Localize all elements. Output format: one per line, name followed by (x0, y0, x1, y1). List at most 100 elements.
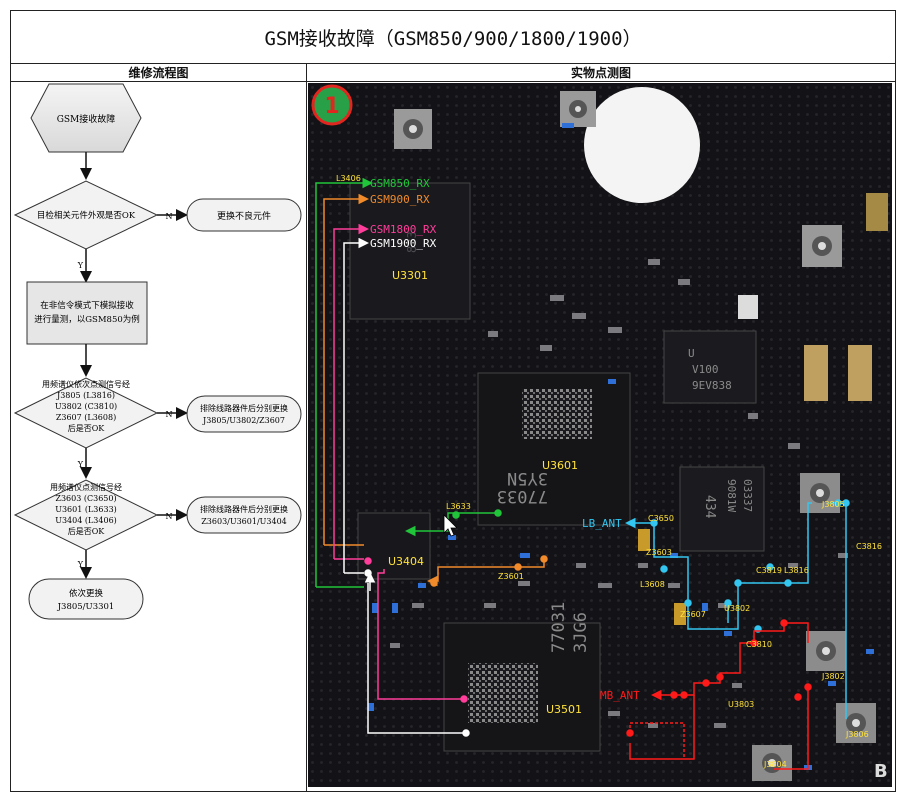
l3608-label: L3608 (640, 580, 665, 589)
flow-step-1-line2: 进行量测，以GSM850为例 (34, 314, 140, 325)
u3301-label: U3301 (392, 269, 428, 282)
z3607-part (674, 603, 686, 625)
flow-action-1-text: 更换不良元件 (217, 210, 271, 222)
gsm900-label: GSM900_RX (370, 193, 430, 206)
gsm1900-label: GSM1900_RX (370, 237, 437, 250)
c3819-label: C3819 (756, 566, 782, 575)
small2-marking-1: 9081W (725, 479, 738, 512)
chip-small-2: 9081W 03337 434 (679, 466, 765, 552)
flow-action-2: 排除线路器件后分别更换 J3805/U3802/Z3607 (186, 395, 302, 433)
right-column-header: 实物点测图 (307, 63, 895, 82)
flow-end-node: 依次更换 J3805/U3301 (28, 578, 144, 620)
flow-step-1-line1: 在非信令模式下模拟接收 (40, 300, 134, 311)
lb-ant-label: LB_ANT (582, 517, 622, 530)
gsm1800-label: GSM1800_RX (370, 223, 437, 236)
no-label-2: N (166, 410, 173, 419)
flow-action-3-line1: 排除线路器件后分别更换 (200, 504, 288, 514)
small1-marking-3: 9EV838 (692, 379, 732, 392)
yes-label-2: Y (77, 460, 84, 469)
z3601-label: Z3601 (498, 572, 524, 581)
flow-decision-2-line1: 用频谱仪依次点测信号经 (42, 379, 130, 389)
flow-action-3: 排除线路器件后分别更换 Z3603/U3601/U3404 (186, 496, 302, 534)
j3806-label: J3806 (845, 730, 869, 739)
step-badge: 1 (311, 84, 353, 126)
flow-decision-2-line4: Z3607 (L3608) (56, 413, 116, 422)
gsm850-label: GSM850_RX (370, 177, 430, 190)
flow-decision-2-line3: U3802 (C3810) (55, 402, 117, 411)
flow-decision-3-line4: U3404 (L3406) (55, 516, 117, 525)
flow-action-2-line2: J3805/U3802/Z3607 (202, 416, 285, 425)
mb-trace (626, 619, 812, 770)
j3804-label: J3804 (763, 760, 787, 769)
flow-decision-3-line3: U3601 (L3633) (55, 505, 117, 514)
page-frame: GSM接收故障（GSM850/900/1800/1900） 维修流程图 实物点测… (10, 10, 896, 792)
l3816-label: L3816 (784, 566, 809, 575)
u3802-label: U3802 (724, 604, 750, 613)
passive-components (390, 259, 848, 728)
flow-decision-3-line2: Z3603 (C3650) (55, 494, 116, 503)
u3803-label: U3803 (728, 700, 754, 709)
j3805-label: J3805 (821, 500, 845, 509)
mounting-hole (584, 87, 700, 203)
coax-connectors (394, 91, 888, 781)
u3404-label: U3404 (388, 555, 424, 568)
u3501-label: U3501 (546, 703, 582, 716)
flow-action-3-line2: Z3603/U3601/U3404 (201, 517, 287, 526)
gsm1900-trace (343, 237, 470, 737)
l3406-label: L3406 (336, 174, 361, 183)
u3501-marking-2: 3JG6 (571, 612, 591, 653)
left-column-header: 维修流程图 (11, 63, 307, 82)
chip-u3601: 3Y5N 77033 (477, 372, 631, 526)
z3603-label: Z3603 (646, 548, 672, 557)
column-divider (306, 63, 307, 791)
u3501-marking-1: 77031 (549, 602, 569, 653)
mouse-cursor-icon (443, 514, 458, 537)
flow-decision-3-line1: 用频谱仪点测信号经 (50, 482, 122, 492)
c3650-label: C3650 (648, 514, 674, 523)
flow-decision-2-line5: 后是否OK (68, 423, 106, 433)
flow-decision-3: 用频谱仪点测信号经 Z3603 (C3650) U3601 (L3633) U3… (13, 479, 159, 551)
chip-u3301: 833 (349, 182, 471, 320)
small2-marking-2: 03337 (741, 479, 754, 512)
z3603-part (638, 529, 650, 551)
flow-decision-2: 用频谱仪依次点测信号经 J3805 (L3816) U3802 (C3810) … (13, 377, 159, 449)
flow-decision-2-line2: J3805 (L3816) (56, 391, 115, 400)
repair-flowchart: GSM接收故障 目检相关元件外观是否OK N 更换不良元件 Y 在非信令模式下模… (13, 83, 302, 620)
l3633-label: L3633 (446, 502, 471, 511)
flow-decision-1-text: 目检相关元件外观是否OK (37, 210, 136, 221)
flow-action-2-line1: 排除线路器件后分别更换 (200, 403, 288, 413)
board-corner-mark: B (874, 761, 888, 782)
small1-marking-1: U (688, 347, 695, 360)
flow-decision-3-line5: 后是否OK (68, 526, 106, 536)
flow-start-node: GSM接收故障 (30, 83, 142, 153)
flow-decision-1: 目检相关元件外观是否OK (13, 180, 159, 250)
j3802-label: J3802 (821, 672, 845, 681)
flow-end-line1: 依次更换 (69, 588, 104, 599)
u3301-marking: 833 (405, 231, 419, 253)
mb-ant-label: MB_ANT (600, 689, 640, 702)
flow-end-line2: J3805/U3301 (57, 602, 115, 612)
yes-label-3: Y (77, 560, 84, 569)
flow-step-1: 在非信令模式下模拟接收 进行量测，以GSM850为例 (26, 281, 148, 345)
chip-u3404 (357, 512, 431, 580)
pcb-measurement-photo: 833 3Y5N 77033 77031 3JG6 U V100 9EV838 … (308, 83, 892, 787)
c3810-label: C3810 (746, 640, 772, 649)
u3601-marking-1: 3Y5N (507, 468, 548, 488)
step-badge-number: 1 (324, 94, 339, 119)
lb-trace (625, 499, 850, 719)
flow-action-1: 更换不良元件 (186, 198, 302, 232)
no-label-1: N (166, 212, 173, 221)
z3607-label: Z3607 (680, 610, 706, 619)
chip-u3501: 77031 3JG6 (443, 602, 601, 752)
flow-start-text: GSM接收故障 (57, 113, 116, 125)
chip-small-1: U V100 9EV838 (663, 330, 757, 404)
no-label-3: N (166, 512, 173, 521)
gsm1800-trace (333, 223, 468, 703)
gsm900-trace (323, 193, 548, 587)
yes-label-1: Y (77, 261, 84, 270)
u3601-marking-2: 77033 (497, 486, 548, 506)
small1-marking-2: V100 (692, 363, 719, 376)
small2-marking-3: 434 (702, 495, 717, 519)
u3601-label: U3601 (542, 459, 578, 472)
page-title: GSM接收故障（GSM850/900/1800/1900） (11, 11, 895, 64)
